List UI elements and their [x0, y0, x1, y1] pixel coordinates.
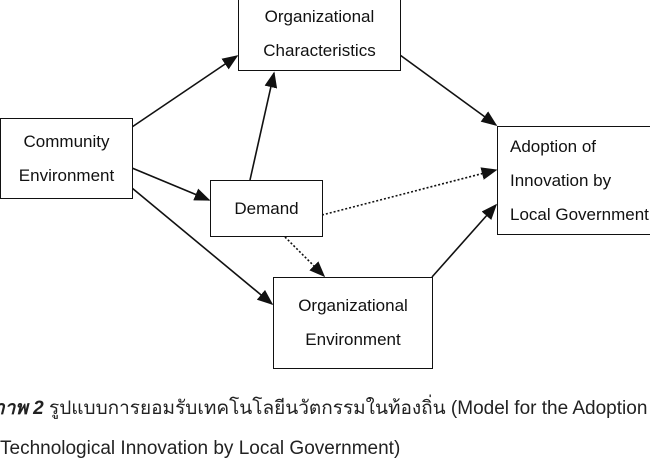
arrow-community-demand	[131, 167, 211, 201]
caption-line-1: าาพ 2 รูปแบบการยอมรับเทคโนโลยีนวัตกรรมใน…	[0, 393, 650, 423]
dotted-arrow-demand-adoption	[321, 167, 498, 216]
node-label: Demand	[234, 198, 299, 218]
node-label: Organizational	[298, 296, 408, 315]
node-label: Community	[23, 131, 110, 151]
arrow-community-orgenv	[131, 187, 274, 306]
arrow-demand-orgchar	[249, 71, 278, 181]
node-label: Environment	[305, 330, 401, 349]
node-label: Innovation by	[510, 170, 612, 190]
node-demand: Demand	[210, 180, 323, 237]
node-label: Characteristics	[263, 40, 376, 60]
caption-text: รูปแบบการยอมรับเทคโนโลยีนวัตกรรมในท้องถิ…	[43, 398, 650, 419]
dotted-arrow-demand-orgenv	[284, 236, 326, 278]
node-label: Environment	[18, 165, 115, 185]
caption-line-2: Technological Innovation by Local Govern…	[0, 438, 401, 459]
node-label: Organizational	[264, 6, 375, 26]
node-adoption: Adoption of Innovation by Local Government	[497, 126, 650, 235]
caption-label: าาพ 2	[0, 398, 44, 419]
node-label: Adoption of	[510, 136, 597, 156]
arrow-orgchar-adoption	[399, 54, 498, 126]
arrows	[131, 54, 498, 306]
node-label: Local Government	[510, 204, 649, 224]
arrow-community-orgchar	[131, 55, 239, 128]
arrow-orgenv-adoption	[431, 203, 498, 278]
